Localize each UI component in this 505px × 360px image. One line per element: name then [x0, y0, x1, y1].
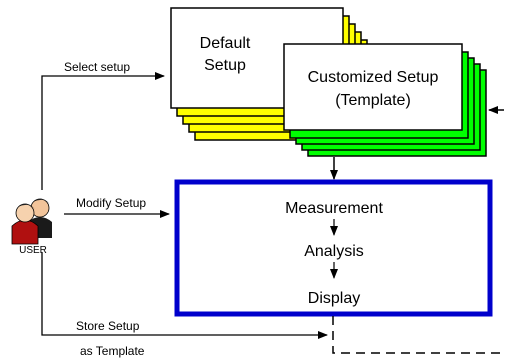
customized-setup-title-line2: (Template) [335, 92, 411, 109]
users-icon[interactable] [11, 198, 52, 245]
store-setup-label-line1: Store Setup [76, 319, 140, 333]
default-setup-title-line2: Setup [204, 57, 246, 74]
process-box[interactable]: Measurement Analysis Display [174, 179, 493, 317]
step-display: Display [308, 290, 360, 307]
template-storage-dashed-link [332, 316, 505, 354]
step-measurement: Measurement [285, 200, 383, 217]
store-setup-label-line2: as Template [80, 344, 145, 358]
customized-setup-stack[interactable]: Customized Setup (Template) [283, 43, 487, 157]
customized-setup-title-line1: Customized Setup [308, 69, 439, 86]
customized-setup-card [283, 43, 463, 131]
step-analysis: Analysis [304, 243, 364, 260]
process-box-frame [174, 179, 493, 317]
modify-setup-label: Modify Setup [76, 196, 146, 210]
select-setup-label: Select setup [64, 60, 130, 74]
user-label: USER [19, 245, 47, 256]
default-setup-title-line1: Default [200, 35, 251, 52]
user-front-figure [11, 203, 39, 245]
store-setup-edge [41, 252, 328, 339]
select-setup-edge [41, 72, 165, 190]
